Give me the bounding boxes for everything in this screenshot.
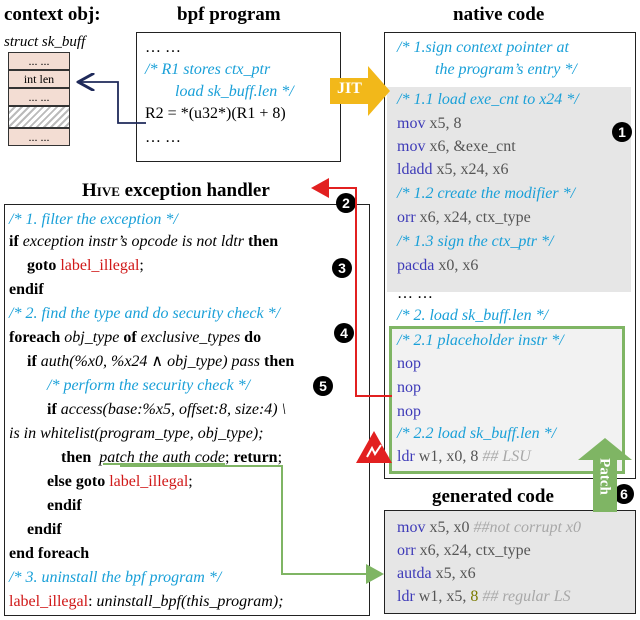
step-3-badge: 3 xyxy=(332,258,352,278)
exception-arrow xyxy=(311,178,392,397)
native-comment: /* 1.sign context pointer at xyxy=(397,39,569,56)
warning-icon xyxy=(356,431,392,463)
handler-line: then patch the auth code; return; xyxy=(61,449,283,466)
native-instr: ldadd x5, x24, x6 xyxy=(397,161,509,178)
step-2-badge: 2 xyxy=(336,193,356,213)
native-comment: /* 2.2 load sk_buff.len */ xyxy=(397,425,557,442)
memory-cell-hatched xyxy=(8,106,70,128)
native-comment: /* 1.1 load exe_cnt to x24 */ xyxy=(397,91,579,108)
nop-instr: nop xyxy=(397,403,421,420)
native-code-box: /* 1.sign context pointer at the program… xyxy=(384,32,636,479)
handler-line: foreach obj_type of exclusive_types do xyxy=(9,329,262,346)
native-comment: /* 1.2 create the modifier */ xyxy=(397,185,576,202)
handler-line: endif xyxy=(9,281,44,298)
step-4-badge: 4 xyxy=(334,323,354,343)
bpf-line: … … xyxy=(145,129,181,146)
gen-instr: mov x5, x0 ##not corrupt x0 xyxy=(397,519,581,536)
handler-line: endif xyxy=(27,521,62,538)
native-dots: … … xyxy=(397,285,433,302)
struct-name: struct sk_buff xyxy=(4,34,86,50)
handler-line: end foreach xyxy=(9,545,90,562)
step-1-badge: 1 xyxy=(612,122,632,142)
native-comment: /* 2. load sk_buff.len */ xyxy=(397,307,549,324)
ctx-pointer-arrow xyxy=(80,82,146,124)
handler-line: if exception instr’s opcode is not ldtr … xyxy=(9,233,279,250)
handler-title: Hive exception handler xyxy=(82,180,270,201)
handler-line: if auth(%x0, %x24 ∧ obj_type) pass then xyxy=(27,353,295,370)
handler-line: else goto label_illegal; xyxy=(47,473,193,490)
handler-box: /* 1. filter the exception */ if excepti… xyxy=(4,204,370,616)
jit-label: JIT xyxy=(337,80,362,97)
memory-cell-len: int len xyxy=(8,70,70,88)
memory-cell: ... ... xyxy=(8,88,70,106)
native-instr: mov x5, 8 xyxy=(397,115,462,132)
handler-comment: /* 3. uninstall the bpf program */ xyxy=(9,569,222,586)
nop-instr: nop xyxy=(397,355,421,372)
context-obj-title: context obj: xyxy=(4,4,101,25)
step-6-badge: 6 xyxy=(614,484,634,504)
native-comment: /* 2.1 placeholder instr */ xyxy=(397,332,564,349)
memory-cell: ... ... xyxy=(8,52,70,70)
placeholder-box xyxy=(389,326,625,474)
bpf-comment: load sk_buff.len */ xyxy=(175,83,294,100)
handler-line: if access(base:%x5, offset:8, size:4) \ xyxy=(47,401,287,418)
handler-line: goto label_illegal; xyxy=(27,257,144,274)
patch-flow-arrow xyxy=(120,465,384,584)
nop-instr: nop xyxy=(397,379,421,396)
jit-arrow xyxy=(330,66,390,116)
entry-shade xyxy=(387,87,631,292)
gen-instr: ldr w1, x5, 8 ## regular LS xyxy=(397,588,571,605)
memory-cell: ... ... xyxy=(8,128,70,146)
gen-instr: autda x5, x6 xyxy=(397,565,476,582)
native-instr: orr x6, x24, ctx_type xyxy=(397,209,531,226)
handler-comment: /* perform the security check */ xyxy=(47,377,251,394)
native-comment: /* 1.3 sign the ctx_ptr */ xyxy=(397,233,554,250)
bpf-load-instr: R2 = *(u32*)(R1 + 8) xyxy=(145,105,286,122)
native-code-title: native code xyxy=(453,4,545,25)
handler-line: label_illegal: uninstall_bpf(this_progra… xyxy=(9,593,284,610)
patch-arrow xyxy=(578,438,632,512)
memory-block: ... ... int len ... ... ... ... xyxy=(0,52,78,152)
native-comment: the program’s entry */ xyxy=(435,61,577,78)
native-instr: mov x6, &exe_cnt xyxy=(397,138,516,155)
gen-instr: orr x6, x24, ctx_type xyxy=(397,542,531,559)
handler-comment: /* 2. find the type and do security chec… xyxy=(9,305,281,322)
native-ldr-instr: ldr w1, x0, 8 ## LSU xyxy=(397,448,531,465)
handler-line: endif xyxy=(47,497,82,514)
generated-code-box: mov x5, x0 ##not corrupt x0 orr x6, x24,… xyxy=(384,510,636,614)
native-instr: pacda x0, x6 xyxy=(397,257,479,274)
bpf-line: … … xyxy=(145,39,181,56)
handler-comment: /* 1. filter the exception */ xyxy=(9,211,178,228)
handler-line: is in whitelist(program_type, obj_type); xyxy=(9,425,264,442)
step-5-badge: 5 xyxy=(313,376,333,396)
bpf-program-box: … … /* R1 stores ctx_ptr load sk_buff.le… xyxy=(136,32,341,162)
bpf-program-title: bpf program xyxy=(177,4,281,25)
generated-code-title: generated code xyxy=(432,486,554,507)
bpf-comment: /* R1 stores ctx_ptr xyxy=(145,61,271,78)
